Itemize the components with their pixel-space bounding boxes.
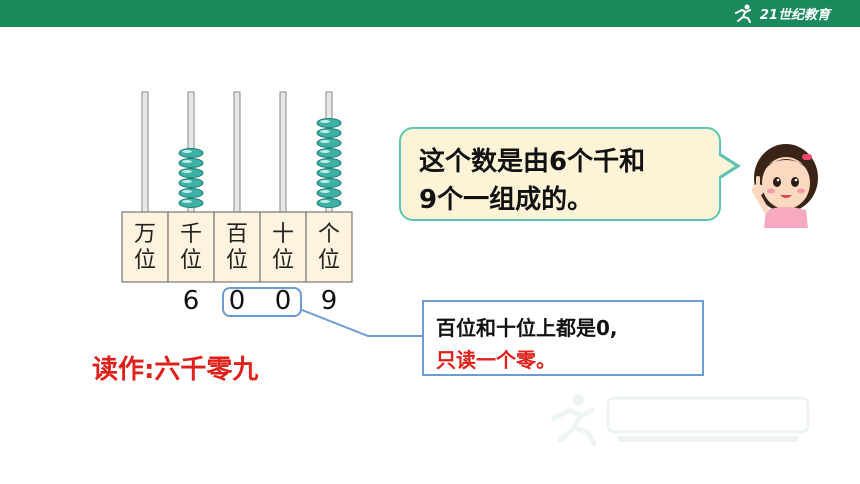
abacus-rod: [141, 91, 149, 213]
note-line-2: 只读一个零。: [436, 348, 556, 372]
header-bar: 21世纪教育: [0, 0, 860, 27]
brand-logo: 21世纪教育: [732, 3, 830, 23]
abacus-rod: [279, 91, 287, 213]
abacus-bead-highlight: [182, 200, 192, 203]
digit-ones: 9: [320, 286, 338, 316]
abacus-bead: [178, 148, 204, 158]
abacus-bead: [316, 188, 342, 198]
abacus-place-cell: [213, 211, 261, 283]
abacus-bead: [178, 178, 204, 188]
abacus-bead-highlight: [320, 150, 330, 153]
abacus-bead-highlight: [182, 180, 192, 183]
abacus-rod: [233, 91, 241, 213]
place-label-shi: 十位: [271, 222, 294, 273]
abacus-bead: [178, 188, 204, 198]
place-label-bai: 百位: [225, 222, 248, 273]
abacus-bead-highlight: [320, 200, 330, 203]
girl-character-icon: [752, 144, 818, 228]
abacus-bead: [316, 168, 342, 178]
abacus-bead-highlight: [320, 170, 330, 173]
abacus-bead-highlight: [320, 160, 330, 163]
abacus-bead-highlight: [182, 160, 192, 163]
abacus-bead-highlight: [182, 170, 192, 173]
abacus-bead: [178, 158, 204, 168]
place-label-ge: 个位: [317, 222, 340, 273]
abacus-bead-highlight: [320, 180, 330, 183]
abacus-bead: [316, 198, 342, 208]
abacus-bead-highlight: [320, 140, 330, 143]
abacus-place-cell: [167, 211, 215, 283]
abacus-bead-highlight: [320, 190, 330, 193]
digit-hundreds: 0: [228, 286, 246, 316]
speech-bubble-tail-fill: [718, 155, 735, 177]
place-label-wan: 万位: [133, 222, 156, 273]
abacus-bead: [316, 138, 342, 148]
abacus-bead-highlight: [320, 120, 330, 123]
abacus-bead-highlight: [182, 150, 192, 153]
speech-bubble: 这个数是由6个千和 9个一组成的。: [399, 127, 721, 221]
digit-thousands: 6: [182, 286, 200, 316]
abacus-bead: [316, 118, 342, 128]
abacus-bead: [178, 168, 204, 178]
abacus-place-cell: [305, 211, 353, 283]
runner-logo-icon: [734, 4, 751, 23]
speech-line-1: 这个数是由6个千和: [419, 147, 646, 177]
watermark-logo-icon: [551, 394, 810, 447]
abacus-bead: [316, 158, 342, 168]
abacus-bead: [316, 178, 342, 188]
abacus-bead-highlight: [320, 130, 330, 133]
reading-text: 读作:六千零九: [92, 355, 259, 385]
abacus-bead-highlight: [182, 190, 192, 193]
speech-line-2: 9个一组成的。: [419, 185, 594, 215]
digit-tens: 0: [274, 286, 292, 316]
note-line-1: 百位和十位上都是0,: [436, 316, 618, 340]
zeros-highlight-box: [222, 287, 302, 317]
abacus-bead: [316, 128, 342, 138]
abacus-bead: [316, 148, 342, 158]
logo-text: 21世纪教育: [759, 7, 830, 23]
abacus-place-cell: [259, 211, 307, 283]
abacus-place-cell: [121, 211, 169, 283]
explanation-note: 百位和十位上都是0, 只读一个零。: [422, 300, 704, 376]
place-label-qian: 千位: [179, 222, 202, 273]
abacus-bead: [178, 198, 204, 208]
